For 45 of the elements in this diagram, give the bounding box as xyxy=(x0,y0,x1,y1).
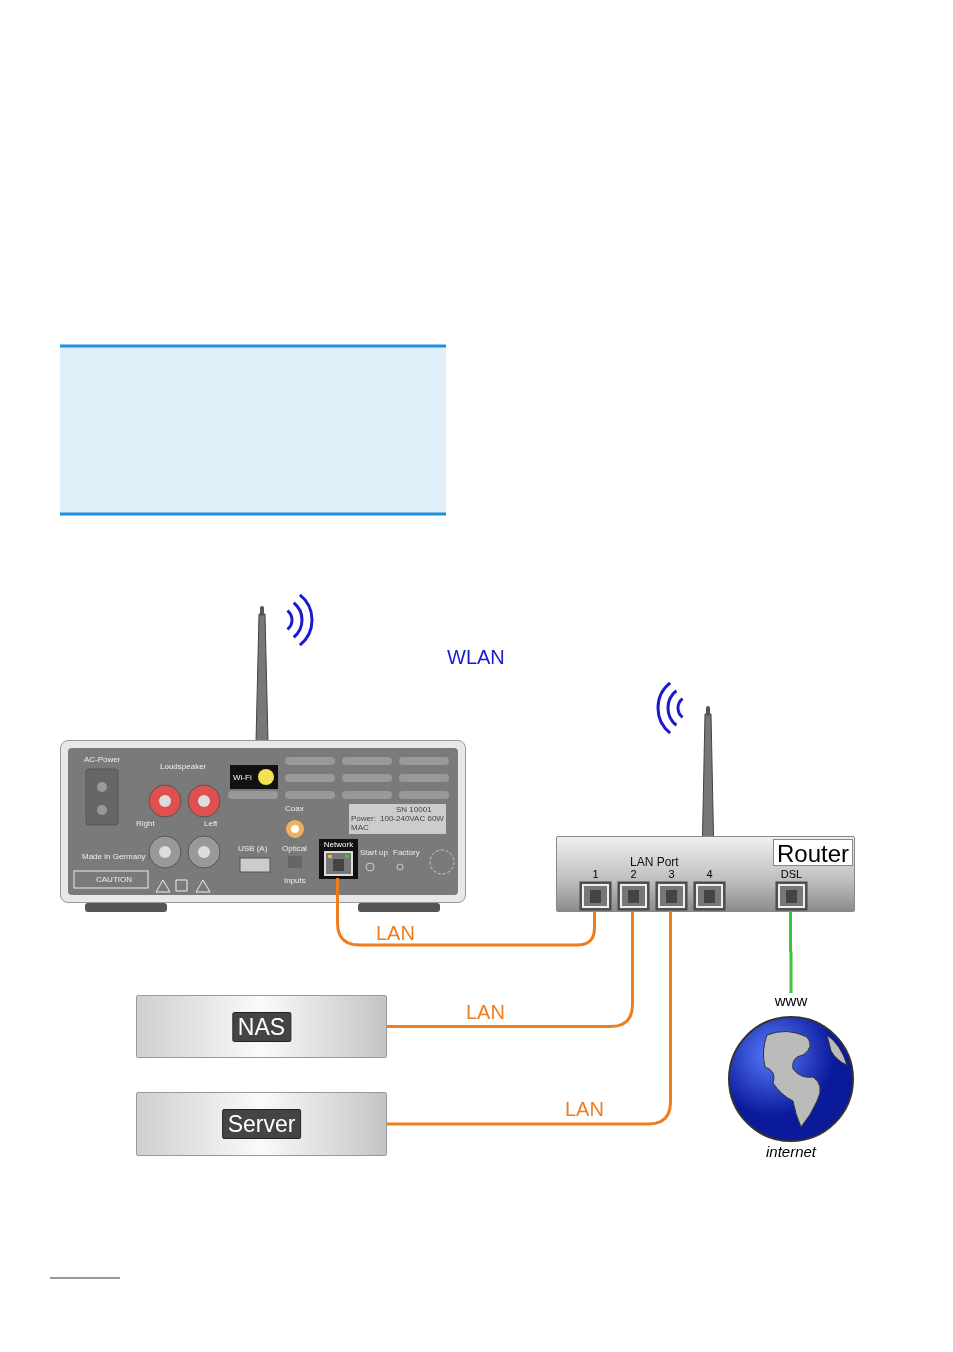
network-label: WLAN xyxy=(447,647,505,667)
panel-label: Right xyxy=(136,820,155,828)
panel-label: Power: xyxy=(351,815,376,823)
ethernet-port xyxy=(773,868,810,912)
panel-label: Optical xyxy=(282,845,307,853)
cable-line xyxy=(387,911,634,1028)
ethernet-port xyxy=(615,868,652,912)
port-label: 1 xyxy=(591,868,600,880)
device-label: NAS xyxy=(231,1011,292,1042)
port-label: Network xyxy=(322,840,355,849)
port-group-label: LAN Port xyxy=(630,856,679,868)
ethernet-port xyxy=(691,868,728,912)
panel-label: Wi-Fi xyxy=(233,774,252,782)
panel-label: SN 10001 xyxy=(396,806,432,814)
panel-label: Factory xyxy=(393,849,420,857)
edge-label: LAN xyxy=(563,1099,606,1119)
storage-device xyxy=(136,995,387,1058)
cable-line xyxy=(387,911,672,1126)
globe-label: internet xyxy=(764,1143,818,1160)
ethernet-port xyxy=(653,868,690,912)
panel-label: USB (A) xyxy=(238,845,268,853)
panel-label: 100-240VAC 60W xyxy=(380,815,444,823)
device-label: Router xyxy=(773,839,853,866)
panel-label: Left xyxy=(204,820,218,828)
panel-label: CAUTION xyxy=(96,876,132,884)
panel-label: MAC xyxy=(351,824,369,832)
device-label: Server xyxy=(221,1109,302,1139)
cable-line xyxy=(789,911,793,993)
panel-label: AC-Power xyxy=(84,756,121,764)
cable-line xyxy=(336,878,596,947)
port-label: 3 xyxy=(667,868,676,880)
panel-label: Made in Germany xyxy=(82,853,146,861)
port-label: 2 xyxy=(629,868,638,880)
storage-device xyxy=(136,1092,387,1156)
port-label: 4 xyxy=(705,868,714,880)
globe-label: www xyxy=(773,993,809,1009)
panel-label: Coax xyxy=(285,805,304,813)
port-label: DSL xyxy=(779,868,804,880)
panel-label: Loudspeaker xyxy=(160,763,207,771)
router-box xyxy=(556,836,855,912)
edge-label: LAN xyxy=(464,1002,507,1022)
ethernet-port xyxy=(577,868,614,912)
network-port xyxy=(319,839,358,879)
edge-label: LAN xyxy=(374,923,417,943)
panel-label: Inputs xyxy=(284,877,306,885)
